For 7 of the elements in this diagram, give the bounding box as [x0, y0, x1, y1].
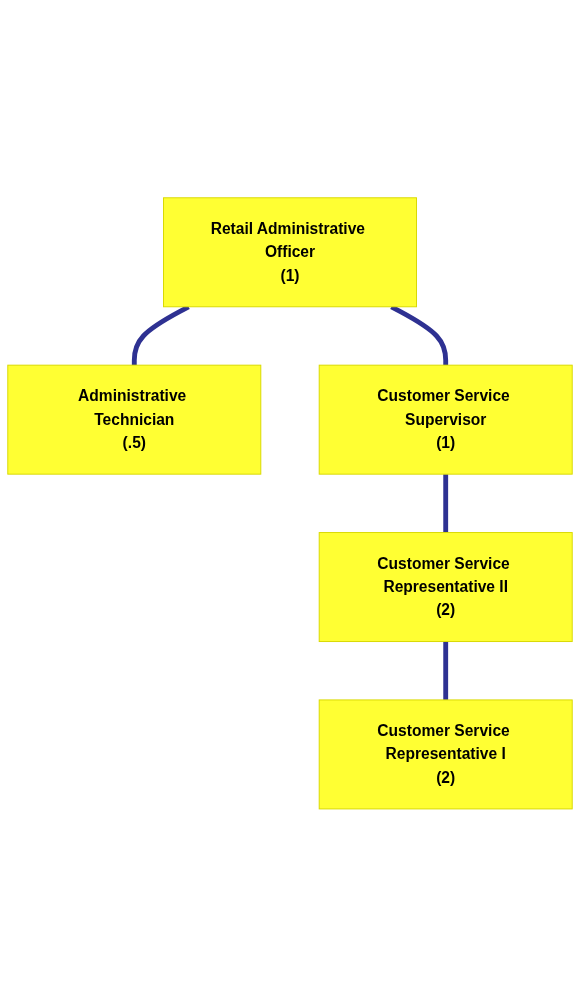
node-box: Customer Service Representative II (2) [318, 532, 573, 643]
node-box: Administrative Technician (.5) [7, 364, 262, 475]
connector [443, 474, 449, 533]
connector [443, 641, 449, 701]
node-box: Customer Service Supervisor (1) [318, 364, 573, 475]
node-box: Customer Service Representative I (2) [318, 699, 573, 810]
node-box: Retail Administrative Officer (1) [163, 197, 417, 308]
